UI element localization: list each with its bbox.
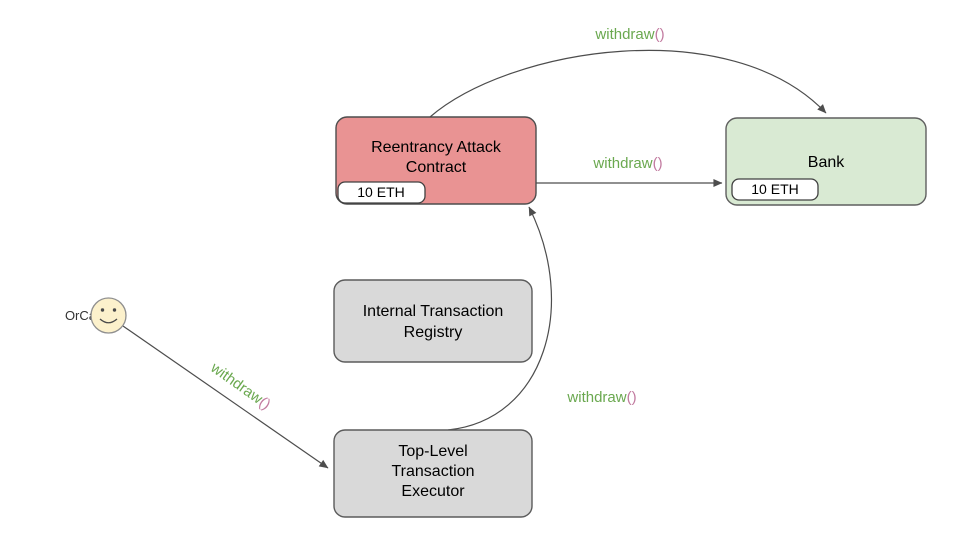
edge-label-fn: withdraw (566, 389, 626, 406)
edge-label-fn: withdraw (594, 26, 654, 43)
smiley-head (90, 297, 127, 334)
smiley-mouth (99, 318, 118, 324)
executor-label-line3: Executor (401, 483, 465, 500)
edge-attack-to-bank: withdraw() (536, 155, 723, 187)
node-attack-contract: Reentrancy Attack Contract 10 ETH (335, 116, 537, 205)
edge-label-orca-to-executor: withdraw() (207, 359, 274, 414)
bank-balance-badge (731, 178, 819, 201)
attack-contract-label-line2: Contract (406, 159, 467, 176)
smiley-face-icon (90, 297, 127, 334)
edge-attack-to-bank-reentrant: withdraw() (429, 26, 827, 118)
edge-label-attack-to-bank-reentrant: withdraw() (594, 26, 664, 43)
attack-contract-balance-badge (337, 181, 426, 204)
registry-label-line1: Internal Transaction (363, 303, 504, 320)
actor-orca-label: OrCa (65, 308, 97, 323)
edge-label-fn: withdraw (207, 359, 266, 408)
attack-contract-label-line1: Reentrancy Attack (371, 139, 502, 156)
registry-label-line2: Registry (404, 324, 463, 341)
bank-label: Bank (808, 154, 845, 171)
smiley-left-eye (100, 308, 105, 312)
arrow-orca-to-executor (122, 325, 329, 469)
attack-contract-balance-label: 10 ETH (357, 184, 404, 200)
edge-label-executor-to-attack: withdraw() (566, 389, 636, 406)
edge-executor-to-attack: withdraw() (447, 206, 637, 431)
actor-orca: OrCa (65, 297, 127, 334)
arrow-executor-to-attack (447, 206, 553, 431)
node-bank: Bank 10 ETH (725, 117, 927, 206)
bank-balance-label: 10 ETH (751, 181, 798, 197)
executor-label-line1: Top-Level (398, 443, 467, 460)
node-registry: Internal Transaction Registry (333, 279, 533, 363)
arrow-attack-to-bank-reentrant (429, 49, 827, 118)
executor-label-line2: Transaction (392, 463, 475, 480)
edge-label-fn: withdraw (592, 155, 652, 172)
registry-box (333, 279, 533, 363)
edge-orca-to-executor: withdraw() (122, 325, 329, 469)
smiley-right-eye (112, 308, 117, 312)
executor-box (333, 429, 533, 518)
edge-label-parens: () (627, 389, 637, 406)
node-executor: Top-Level Transaction Executor (333, 429, 533, 518)
edge-label-parens: () (655, 26, 665, 43)
edge-label-attack-to-bank: withdraw() (592, 155, 662, 172)
edge-label-parens: () (653, 155, 663, 172)
